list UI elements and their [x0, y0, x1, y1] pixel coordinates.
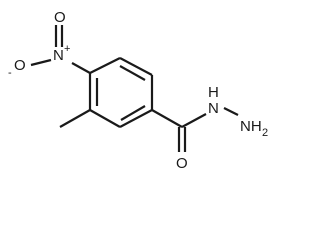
benzene-ring	[88, 57, 154, 128]
methyl-bond	[59, 109, 91, 128]
carbonyl-oxygen-label: O	[176, 155, 188, 172]
nitro-nitrogen-label: N	[53, 47, 64, 64]
amide-hydrogen-label: H	[208, 84, 219, 101]
terminal-amine-label: NH	[240, 118, 262, 135]
carbonyl-n-bond	[181, 113, 207, 128]
nitro-c-n-bond	[71, 62, 91, 74]
nitro-n-o-single-bond	[30, 58, 52, 67]
ring-carbonyl-bond	[151, 109, 183, 128]
terminal-amine-subscript: 2	[262, 127, 268, 139]
ring-double-bond-inner-3	[120, 105, 146, 121]
nitro-oxygen-top-label: O	[54, 9, 66, 26]
nitro-nitrogen-charge: +	[64, 43, 70, 55]
ring-bond-c5-c6	[119, 109, 153, 128]
ring-bond-c1-c2	[119, 57, 153, 76]
ring-double-bond-inner-1	[119, 65, 146, 81]
n-n-bond	[223, 107, 239, 116]
ring-bond-c4-c5	[89, 109, 121, 128]
ring-bond-c2-c3	[89, 57, 121, 74]
hydrazide-group: O N H NH 2	[151, 84, 268, 172]
nitro-oxygen-left-label: O	[14, 57, 26, 74]
nitro-group: N + O O -	[8, 9, 91, 79]
nitro-oxygen-charge: -	[8, 67, 12, 79]
chemical-structure: N + O O - O N H NH 2	[8, 9, 268, 172]
amide-nitrogen-label: N	[208, 100, 219, 117]
